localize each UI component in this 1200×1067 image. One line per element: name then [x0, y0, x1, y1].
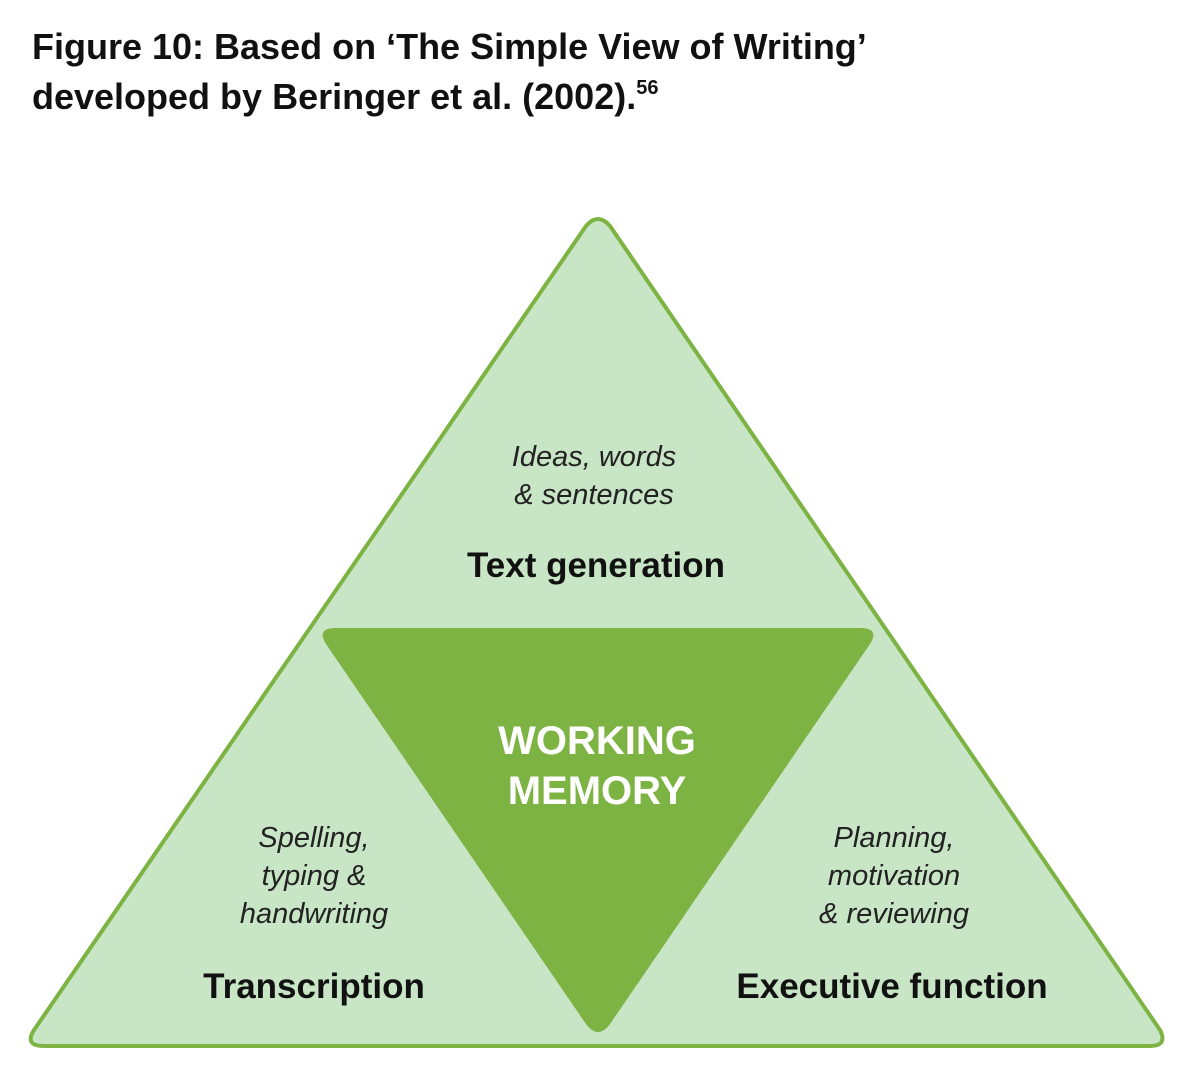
figure-title-line2: developed by Beringer et al. (2002).: [32, 76, 637, 117]
right-description-line3: & reviewing: [819, 898, 969, 930]
figure-footnote-ref: 56: [636, 77, 659, 99]
text-generation-label: Text generation: [466, 546, 725, 585]
right-description-line1: Planning,: [833, 822, 955, 854]
working-memory-triangle: [322, 628, 874, 1032]
top-section-description: Ideas, words & sentences: [444, 438, 744, 514]
left-description-line1: Spelling,: [258, 822, 370, 854]
top-description-line2: & sentences: [514, 479, 674, 511]
working-memory-label: WORKING MEMORY: [447, 716, 747, 816]
figure-title-line1: Figure 10: Based on ‘The Simple View of …: [32, 26, 867, 67]
executive-function-label: Executive function: [736, 967, 1048, 1006]
left-description-line3: handwriting: [239, 898, 389, 930]
working-memory-line2: MEMORY: [507, 769, 687, 813]
working-memory-line1: WORKING: [498, 719, 696, 763]
figure-title: Figure 10: Based on ‘The Simple View of …: [32, 22, 1152, 122]
transcription-label: Transcription: [203, 967, 425, 1006]
left-description-line2: typing &: [261, 860, 367, 892]
left-section-description: Spelling, typing & handwriting: [164, 819, 464, 933]
top-description-line1: Ideas, words: [511, 441, 677, 473]
right-description-line2: motivation: [827, 860, 961, 892]
right-section-description: Planning, motivation & reviewing: [744, 819, 1044, 933]
